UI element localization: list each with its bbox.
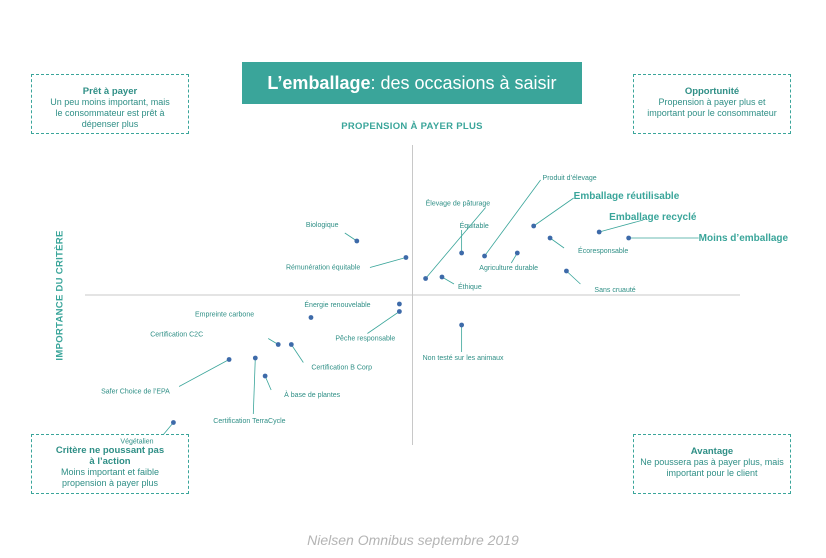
data-point bbox=[439, 274, 445, 280]
leader-line bbox=[163, 422, 174, 435]
data-label: Élevage de pâturage bbox=[426, 199, 491, 208]
data-point bbox=[403, 255, 409, 260]
data-point bbox=[626, 235, 632, 241]
data-point bbox=[397, 301, 402, 307]
data-point bbox=[354, 238, 360, 244]
chart-title-bold: L’emballage bbox=[267, 72, 371, 93]
quadrant-line: le consommateur est prêt à bbox=[55, 108, 165, 118]
data-label: Rémunération équitable bbox=[286, 265, 360, 272]
leader-line bbox=[252, 357, 256, 415]
data-point bbox=[288, 342, 294, 347]
data-point bbox=[514, 250, 520, 256]
leader-line bbox=[369, 257, 407, 268]
leader-line bbox=[533, 197, 574, 227]
quadrant-line: Moins important et faible bbox=[60, 467, 160, 477]
leader-line bbox=[425, 207, 486, 279]
data-point bbox=[226, 357, 232, 362]
data-label: À base de plantes bbox=[284, 390, 341, 399]
data-point bbox=[252, 355, 258, 361]
data-label: Certification C2C bbox=[150, 332, 203, 339]
data-point bbox=[459, 322, 465, 328]
data-point bbox=[459, 250, 465, 256]
data-point bbox=[596, 229, 602, 235]
source-note: Nielsen Omnibus septembre 2019 bbox=[307, 532, 519, 548]
data-point bbox=[262, 373, 268, 379]
leader-line bbox=[566, 270, 581, 285]
quadrant-line: propension à payer plus bbox=[61, 478, 159, 488]
chart-title-rest: : des occasions à saisir bbox=[370, 72, 557, 93]
data-point bbox=[547, 235, 553, 241]
chart-title: L’emballage : des occasions à saisir bbox=[242, 62, 582, 104]
data-label: Empreinte carbone bbox=[195, 312, 254, 319]
data-label: Emballage réutilisable bbox=[574, 191, 680, 202]
data-label: Certification TerraCycle bbox=[213, 418, 285, 425]
data-label: Emballage recyclé bbox=[609, 212, 697, 223]
data-point bbox=[275, 342, 281, 347]
quadrant-line: Un peu moins important, mais bbox=[50, 97, 170, 107]
data-label: Biologique bbox=[306, 222, 339, 229]
data-label: Produit d’élevage bbox=[543, 175, 597, 182]
quadrant-line: important pour le client bbox=[666, 468, 758, 478]
data-point bbox=[423, 276, 428, 281]
leader-line bbox=[549, 237, 565, 249]
data-point bbox=[482, 253, 487, 259]
leader-line bbox=[367, 311, 400, 334]
quadrant-title: Avantage bbox=[690, 446, 734, 457]
leader-line bbox=[484, 179, 541, 257]
quadrant-title: Prêt à payer bbox=[82, 86, 138, 97]
data-label: Certification B Corp bbox=[311, 365, 372, 372]
quadrant-title: Critère ne poussant pas bbox=[55, 445, 165, 456]
data-label: Végétalien bbox=[120, 439, 153, 446]
quadrant-avantage: Avantage Ne poussera pas à payer plus, m… bbox=[633, 434, 791, 494]
data-label: Pêche responsable bbox=[335, 336, 395, 343]
data-label: Moins d’emballage bbox=[699, 233, 789, 244]
data-point bbox=[531, 223, 537, 229]
quadrant-line: dépenser plus bbox=[81, 119, 139, 129]
quadrant-line: Ne poussera pas à payer plus, mais bbox=[640, 457, 784, 467]
leader-line bbox=[344, 232, 358, 242]
data-label: Énergie renouvelable bbox=[304, 300, 370, 309]
data-label: Agriculture durable bbox=[479, 265, 538, 272]
data-point bbox=[308, 315, 314, 320]
data-label: Écoresponsable bbox=[578, 246, 628, 255]
quadrant-title: Opportunité bbox=[684, 86, 740, 97]
data-label: Sans cruauté bbox=[594, 287, 635, 294]
quadrant-line: Propension à payer plus et bbox=[658, 97, 766, 107]
quadrant-line: important pour le consommateur bbox=[647, 108, 777, 118]
data-label: Éthique bbox=[458, 282, 482, 291]
leader-line bbox=[599, 219, 644, 233]
data-label: Équitable bbox=[460, 221, 489, 230]
quadrant-title-line2: à l’action bbox=[89, 456, 131, 467]
quadrant-critere-ne-poussant-pas: Critère ne poussant pas à l’action Moins… bbox=[31, 434, 189, 494]
data-point bbox=[397, 309, 402, 314]
data-point bbox=[171, 420, 176, 425]
x-axis-label: PROPENSION À PAYER PLUS bbox=[341, 121, 483, 132]
leader-line bbox=[264, 375, 272, 391]
data-point bbox=[564, 268, 569, 274]
quadrant-opportunite: Opportunité Propension à payer plus et i… bbox=[633, 74, 791, 134]
y-axis-label: IMPORTANCE DU CRITÈRE bbox=[54, 230, 66, 361]
data-label: Non testé sur les animaux bbox=[423, 355, 504, 362]
data-label: Safer Choice de l’EPA bbox=[101, 389, 170, 396]
leader-line bbox=[290, 344, 304, 363]
leader-line bbox=[178, 359, 230, 387]
quadrant-pret-a-payer: Prêt à payer Un peu moins important, mai… bbox=[31, 74, 189, 134]
